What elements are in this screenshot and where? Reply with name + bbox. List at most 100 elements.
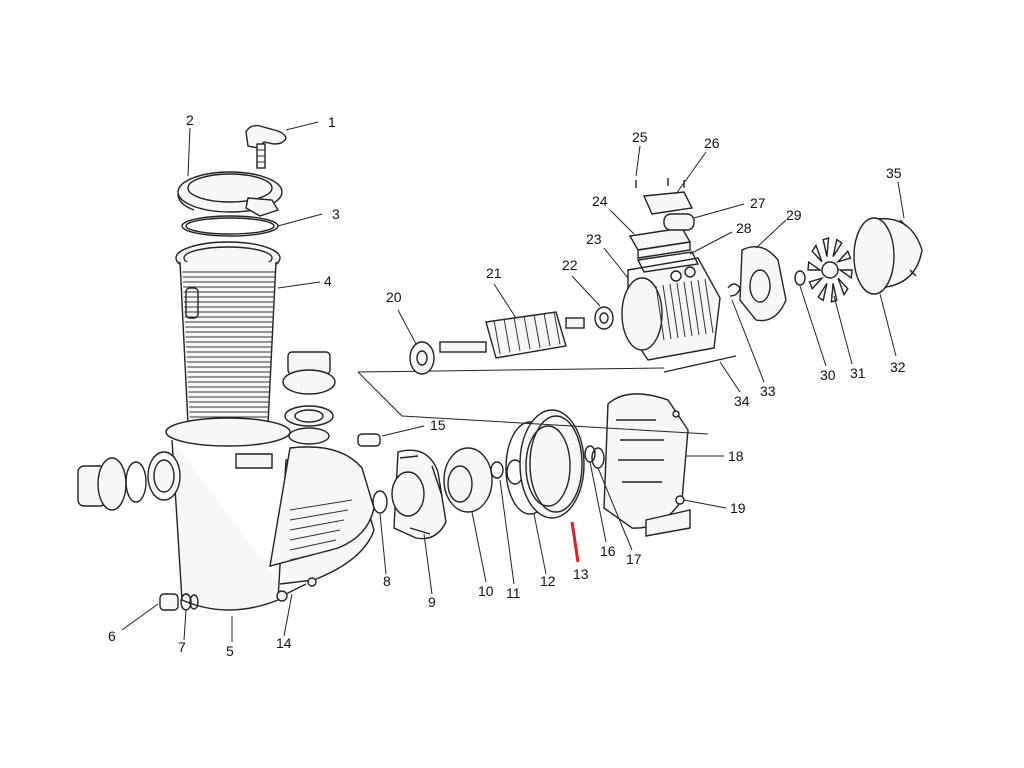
callout-18: 18 bbox=[728, 448, 744, 464]
fan-blade bbox=[837, 277, 849, 297]
part-spring-clip bbox=[727, 283, 741, 297]
part-drain-plug bbox=[159, 593, 199, 611]
callout-14: 14 bbox=[276, 635, 292, 651]
part-cover-screws bbox=[899, 219, 917, 277]
callout-23: 23 bbox=[586, 231, 602, 247]
part-motor-housing bbox=[621, 257, 721, 361]
motor-fin bbox=[676, 282, 686, 338]
part-housing-screw bbox=[276, 577, 317, 602]
callout-32: 32 bbox=[890, 359, 906, 375]
fan-blade bbox=[837, 269, 853, 280]
callout-9: 9 bbox=[428, 594, 436, 610]
part-seal-plate bbox=[519, 409, 585, 519]
callout-25: 25 bbox=[632, 129, 648, 145]
part-capacitor bbox=[663, 213, 695, 231]
leader-13-highlight bbox=[570, 521, 580, 563]
callout-3: 3 bbox=[332, 206, 340, 222]
motor-fin bbox=[655, 285, 665, 341]
part-bracket-bolt bbox=[675, 495, 685, 505]
fan-blade bbox=[808, 276, 825, 291]
motor-fin bbox=[662, 284, 672, 340]
callout-2: 2 bbox=[186, 112, 194, 128]
motor-fin bbox=[669, 283, 679, 339]
callout-16: 16 bbox=[600, 543, 616, 559]
callout-30: 30 bbox=[820, 367, 836, 383]
callout-28: 28 bbox=[736, 220, 752, 236]
rotor-rib bbox=[543, 312, 551, 347]
rotor-rib bbox=[523, 315, 531, 350]
housing-rib bbox=[289, 509, 349, 521]
part-strainer-basket bbox=[175, 241, 281, 432]
part-fan-washer bbox=[794, 270, 806, 286]
part-bearing-rear bbox=[594, 306, 614, 330]
callout-21: 21 bbox=[486, 265, 502, 281]
part-lid-oring bbox=[181, 215, 279, 237]
callout-7: 7 bbox=[178, 639, 186, 655]
motor-fin bbox=[697, 279, 707, 335]
rotor-rib bbox=[533, 314, 541, 348]
assembly-frame bbox=[357, 367, 709, 435]
part-motor-bracket bbox=[603, 393, 691, 537]
callout-10: 10 bbox=[478, 583, 494, 599]
motor-fin bbox=[704, 278, 714, 334]
fan-blade bbox=[817, 282, 828, 302]
fan-blade bbox=[830, 283, 838, 303]
callout-24: 24 bbox=[592, 193, 608, 209]
housing-rib bbox=[289, 539, 337, 551]
callout-11: 11 bbox=[506, 585, 521, 601]
callout-26: 26 bbox=[704, 135, 720, 151]
rotor-rib bbox=[553, 311, 561, 345]
callout-20: 20 bbox=[386, 289, 402, 305]
callout-27: 27 bbox=[750, 195, 766, 211]
part-rear-shield bbox=[739, 246, 787, 322]
part-terminal-cover bbox=[635, 178, 694, 215]
callout-33: 33 bbox=[760, 383, 776, 399]
callout-5: 5 bbox=[226, 643, 234, 659]
part-diffuser-oring bbox=[372, 490, 388, 514]
part-inlet-union bbox=[77, 457, 147, 511]
rotor-rib bbox=[513, 317, 521, 351]
callout-4: 4 bbox=[324, 273, 332, 289]
callout-6: 6 bbox=[108, 628, 116, 644]
fan-blade bbox=[835, 249, 852, 264]
callout-35: 35 bbox=[886, 165, 902, 181]
rotor-rib bbox=[493, 319, 501, 355]
callout-8: 8 bbox=[383, 573, 391, 589]
part-pump-housing bbox=[147, 417, 375, 611]
motor-fin bbox=[690, 280, 700, 336]
part-bearing-front bbox=[409, 341, 435, 375]
part-terminal-box bbox=[628, 227, 692, 259]
callout-labels: 1 2 3 4 5 6 7 8 9 10 11 12 13 14 15 16 1… bbox=[108, 112, 906, 659]
part-outlet-union bbox=[282, 351, 336, 445]
callout-31: 31 bbox=[850, 365, 866, 381]
fan-blade bbox=[811, 243, 823, 263]
part-cooling-fan bbox=[807, 237, 853, 303]
callout-15: 15 bbox=[430, 417, 446, 433]
rotor-rib bbox=[503, 318, 511, 353]
part-mechanical-seal bbox=[584, 445, 605, 469]
part-terminal-gasket bbox=[636, 251, 700, 273]
part-diffuser bbox=[391, 449, 447, 540]
fan-blade bbox=[807, 260, 823, 271]
motor-fin bbox=[683, 281, 693, 337]
callout-29: 29 bbox=[786, 207, 802, 223]
callout-13: 13 bbox=[573, 566, 589, 582]
part-tie-rod bbox=[663, 355, 737, 373]
housing-rib bbox=[289, 549, 333, 561]
fan-blade bbox=[822, 237, 830, 257]
part-plug bbox=[357, 433, 381, 447]
part-rotor-shaft bbox=[439, 311, 585, 359]
part-impeller bbox=[443, 447, 493, 513]
part-fan-cover bbox=[853, 217, 923, 295]
callout-22: 22 bbox=[562, 257, 578, 273]
fan-blade bbox=[832, 238, 843, 258]
housing-rib bbox=[289, 519, 345, 531]
callout-1: 1 bbox=[328, 114, 336, 130]
part-strainer-lid bbox=[177, 171, 283, 217]
callout-19: 19 bbox=[730, 500, 746, 516]
part-knob-screw bbox=[245, 124, 287, 169]
callout-34: 34 bbox=[734, 393, 750, 409]
housing-rib bbox=[289, 499, 353, 511]
housing-rib bbox=[289, 529, 341, 541]
